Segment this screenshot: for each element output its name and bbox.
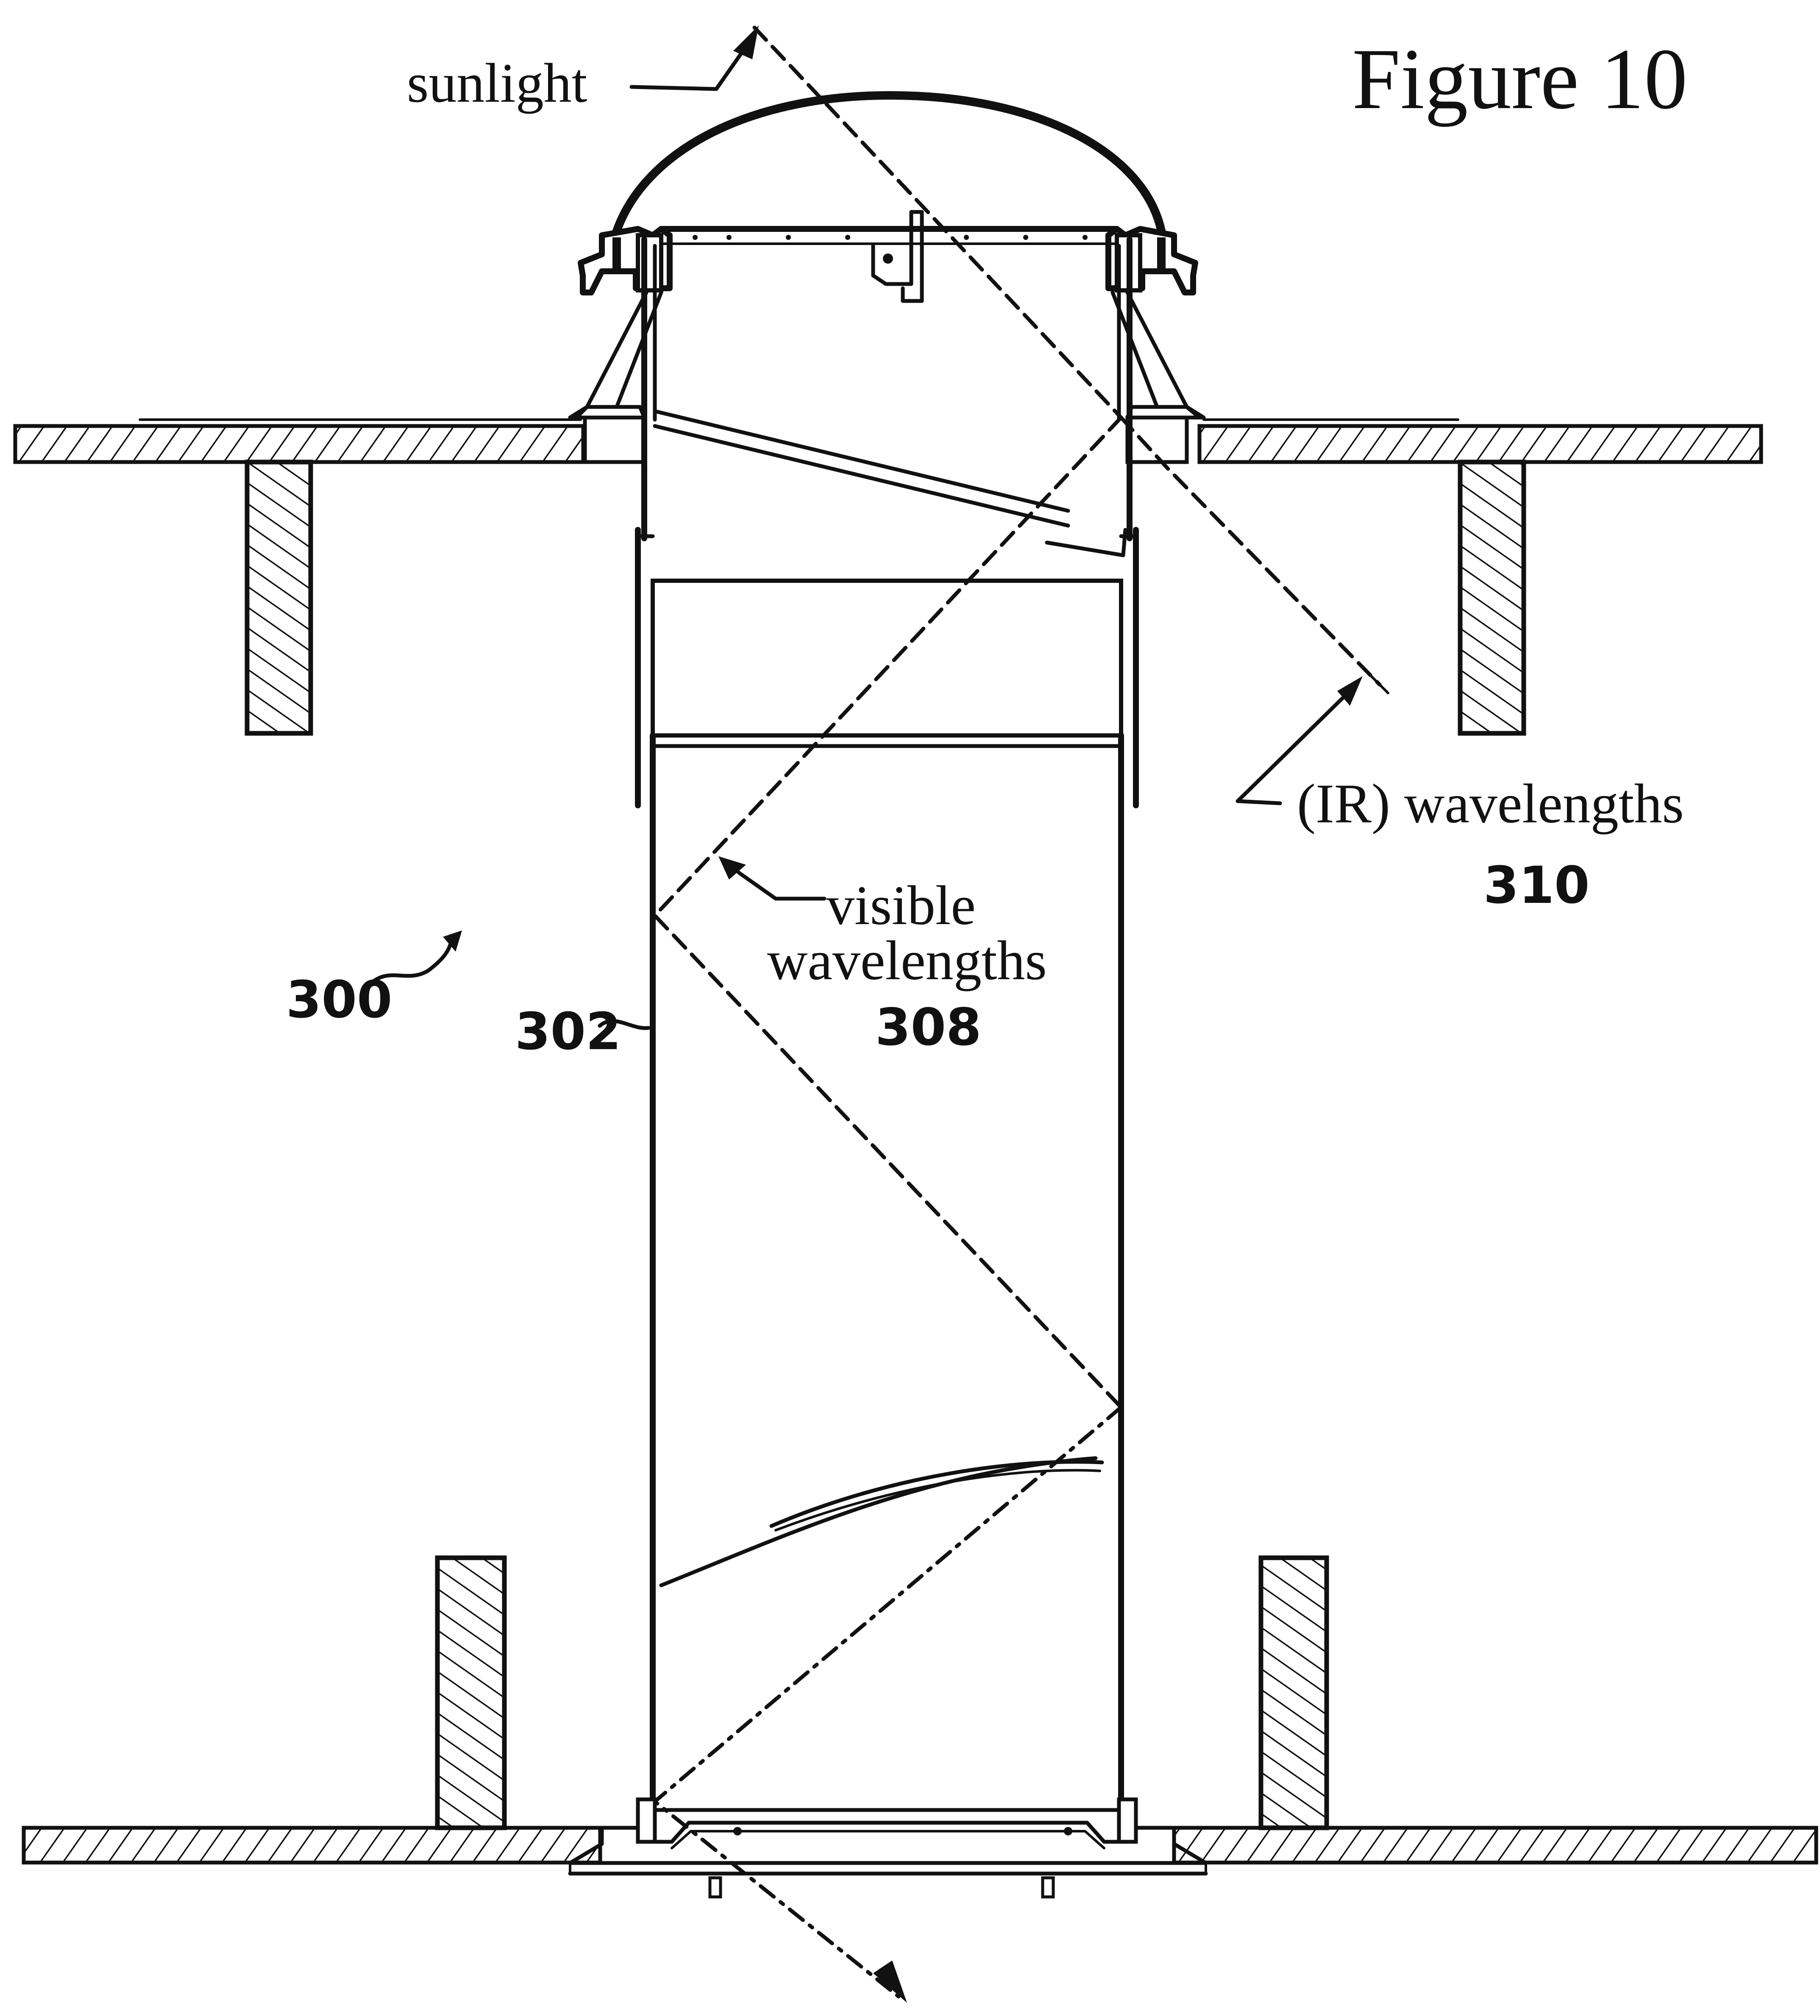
visible-ray [653, 415, 1123, 2003]
ceiling-joists [435, 1555, 1329, 1830]
visible-label-line2: wavelengths [767, 929, 1047, 991]
visible-label-line1: visible [827, 874, 976, 936]
roof-rafters [245, 459, 1526, 736]
dome [612, 91, 1166, 235]
ir-arrow-icon [1337, 676, 1363, 706]
visible-arrow-icon [718, 856, 746, 880]
visible-number-label: 308 [875, 998, 982, 1057]
exit-arrow-icon [873, 1960, 907, 2003]
ir-wavelengths-label: (IR) wavelengths [1297, 772, 1684, 835]
sunlight-ray [752, 25, 1389, 694]
device-arrow-icon [443, 930, 462, 952]
sunlight-label: sunlight [407, 52, 587, 114]
figure-title: Figure 10 [1352, 31, 1687, 127]
ceiling-plank [22, 1826, 1818, 1865]
diffuser [568, 1797, 1208, 1899]
sunlight-arrow-icon [733, 25, 759, 59]
tube-number-label: 302 [515, 1002, 621, 1061]
leader-lines [369, 25, 1363, 1030]
flashing-collar [568, 210, 1206, 464]
roof-deck [13, 418, 1763, 464]
light-tube [635, 237, 1139, 1821]
ir-number-label: 310 [1483, 856, 1590, 915]
device-number-label: 300 [286, 971, 392, 1030]
